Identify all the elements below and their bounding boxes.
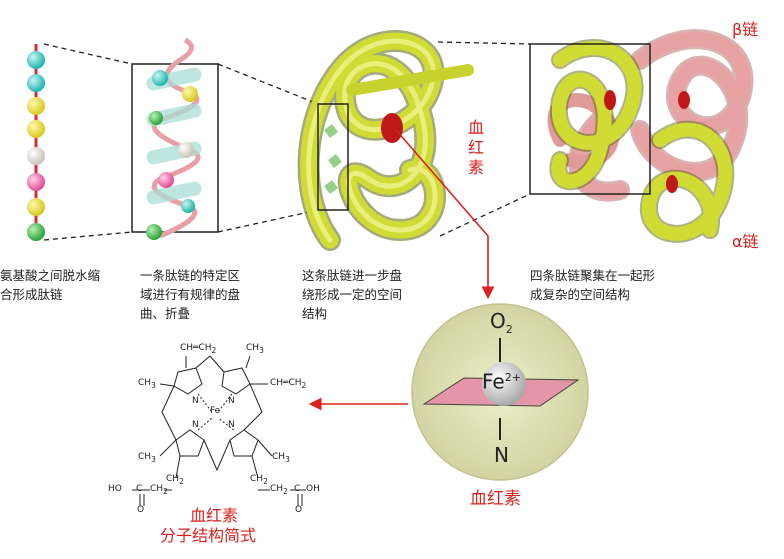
ch2-group: CH2 (166, 474, 184, 486)
caption-step2: 一条肽链的特定区 域进行有规律的盘 曲、折叠 (140, 268, 241, 321)
chain-highlight-box (529, 43, 651, 195)
pyrrole-ring (175, 429, 205, 457)
yellow-alpha-chain (641, 122, 733, 241)
amino-acid-bead (27, 51, 45, 69)
n-atom-label: N (192, 420, 199, 430)
amino-acid-bead (27, 198, 45, 216)
alpha-chain-label: α链 (732, 232, 759, 251)
carbonyl-oxygen: O (137, 505, 145, 515)
methyl-group: CH3 (138, 378, 156, 390)
caption-step3: 这条肽链进一步盘 绕形成一定的空间 结构 (302, 268, 403, 321)
helix-bead (158, 172, 174, 188)
heme-group (604, 90, 616, 110)
pyrrole-ring (221, 367, 251, 395)
n-atom-label: N (192, 396, 199, 406)
ch2-group: CH2 (150, 484, 168, 496)
zoom-line (217, 209, 319, 233)
oxygen-label: O2 (490, 309, 513, 336)
caption-step1: 氨基酸之间脱水缩 合形成肽链 (0, 268, 101, 302)
hydroxyl-right: OH (306, 484, 320, 494)
zoom-line (217, 63, 319, 105)
iron-atom (482, 362, 526, 406)
amino-acid-bead (27, 173, 45, 191)
heme-group (381, 113, 403, 143)
heme-inset-label: 血 红 素 (468, 118, 485, 177)
helix-bead (181, 199, 195, 213)
helix-cylinder (146, 181, 202, 205)
methyl-group: CH3 (246, 343, 264, 355)
carbon-left: C (136, 484, 143, 494)
ch2-group: CH2 (250, 474, 268, 486)
beta-chain-label: β链 (732, 20, 759, 39)
heme-group (666, 175, 678, 193)
formula-title: 血红素 (190, 506, 239, 525)
vinyl-group-right: CH═CH2 (270, 378, 307, 390)
helix-panel (131, 37, 219, 240)
helix-region-box (317, 103, 349, 211)
heme-group (678, 91, 690, 109)
n-atom-label: N (228, 420, 235, 430)
amino-acid-bead (27, 74, 45, 92)
helix-bead (152, 70, 168, 86)
amino-acid-bead (27, 97, 45, 115)
zoom-line (43, 231, 133, 241)
iron-label: Fe2+ (482, 369, 521, 394)
carbon-right: C (294, 484, 301, 494)
methyl-group: CH3 (138, 452, 156, 464)
pyrrole-ring (229, 429, 259, 457)
quaternary-structure (529, 29, 754, 243)
tertiary-structure (297, 30, 474, 251)
helix-bead (182, 86, 198, 102)
amino-acid-chain (27, 44, 45, 241)
amino-acid-bead (27, 147, 45, 165)
helix-bead (149, 111, 163, 125)
vinyl-group-top: CH═CH2 (180, 343, 217, 355)
heme-structural-formula (132, 355, 306, 506)
amino-acid-bead (27, 120, 45, 138)
yellow-alpha-chain (551, 41, 642, 189)
caption-step4: 四条肽链聚集在一起形 成复杂的空间结构 (530, 268, 656, 302)
helix-bead (178, 142, 194, 158)
zoom-line (43, 43, 133, 65)
amino-acid-bead (27, 223, 45, 241)
methyl-group: CH3 (272, 452, 290, 464)
fe-atom-label: Fe (210, 406, 221, 416)
nitrogen-label: N (494, 443, 509, 467)
pyrrole-ring (173, 367, 203, 395)
heme-iron-circle (411, 303, 589, 481)
helix-bead (146, 224, 162, 240)
zoom-line (437, 41, 531, 45)
n-atom-label: N (228, 396, 235, 406)
ch2-group: CH2 (270, 484, 288, 496)
carbonyl-oxygen: O (295, 505, 303, 515)
formula-subtitle: 分子结构简式 (160, 526, 257, 545)
heme-zoom-arrow (395, 129, 495, 300)
zoom-line (439, 193, 531, 237)
heme-circle-label: 血红素 (470, 489, 521, 509)
hydroxyl-left: HO (108, 484, 122, 494)
